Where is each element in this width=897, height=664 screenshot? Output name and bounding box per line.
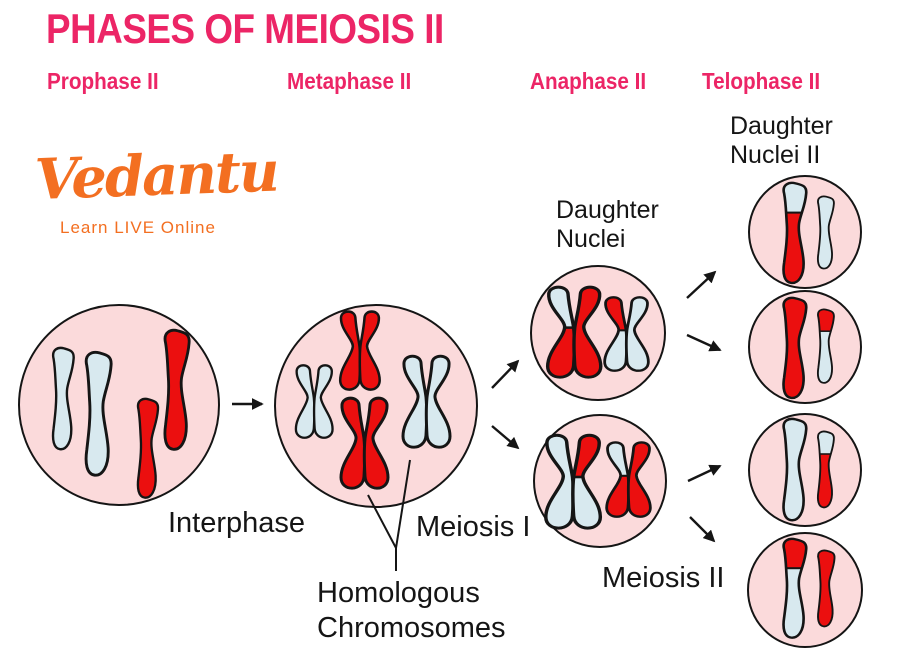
label-interphase: Interphase [168, 507, 306, 539]
chromatid-blue-red-tip [816, 308, 835, 384]
cell-telophase-2 [748, 290, 862, 404]
cell-anaphase-ii-bottom [533, 414, 667, 548]
label-daughter-nuclei-ii: Daughter Nuclei II [730, 112, 833, 170]
label-homologous-line1: Homologous [317, 577, 480, 609]
label-homologous-chromosomes: Homologous Chromosomes [317, 576, 506, 646]
arrow-to-telophase-3 [687, 464, 722, 483]
label-daughter-nuclei: Daughter Nuclei [556, 196, 659, 254]
phase-header-telophase-ii: Telophase II [702, 68, 821, 94]
vedantu-logo-wordmark: Vedantu [33, 138, 279, 213]
label-homologous-line2: Chromosomes [317, 612, 506, 644]
arrow-to-telophase-4 [689, 516, 716, 543]
arrow-to-telophase-1 [686, 270, 717, 299]
label-meiosis-i: Meiosis I [416, 511, 531, 543]
homologous-pointer-lines [367, 459, 411, 571]
phase-header-prophase-ii: Prophase II [47, 68, 159, 94]
cell-metaphase-ii [274, 304, 478, 508]
cell-telophase-3 [748, 413, 862, 527]
label-daughter-nuclei-line1: Daughter [556, 196, 659, 224]
arrow-to-telophase-2 [686, 333, 722, 352]
phase-header-anaphase-ii: Anaphase II [530, 68, 647, 94]
cell-anaphase-ii-top [530, 265, 666, 401]
arrow-to-anaphase-bottom [491, 425, 520, 450]
page-title: PHASES OF MEIOSIS II [46, 6, 444, 53]
label-meiosis-ii: Meiosis II [602, 562, 725, 594]
label-daughter-nuclei-line2: Nuclei [556, 225, 626, 253]
vedantu-logo: Vedantu Learn LIVE Online [34, 139, 279, 238]
arrow-to-anaphase-top [491, 359, 520, 389]
cell-interphase [18, 304, 220, 506]
chromatid-red-blue-tip [816, 430, 835, 509]
phase-header-metaphase-ii: Metaphase II [287, 68, 412, 94]
cell-telophase-1 [748, 175, 862, 289]
label-daughter-nuclei-ii-line1: Daughter [730, 112, 833, 140]
cell-telophase-4 [747, 532, 863, 648]
label-daughter-nuclei-ii-line2: Nuclei II [730, 141, 821, 169]
chromatid-blue-red-tip [782, 537, 808, 639]
chromatid-red-blue-tip [782, 181, 808, 285]
vedantu-logo-tagline: Learn LIVE Online [60, 218, 216, 237]
